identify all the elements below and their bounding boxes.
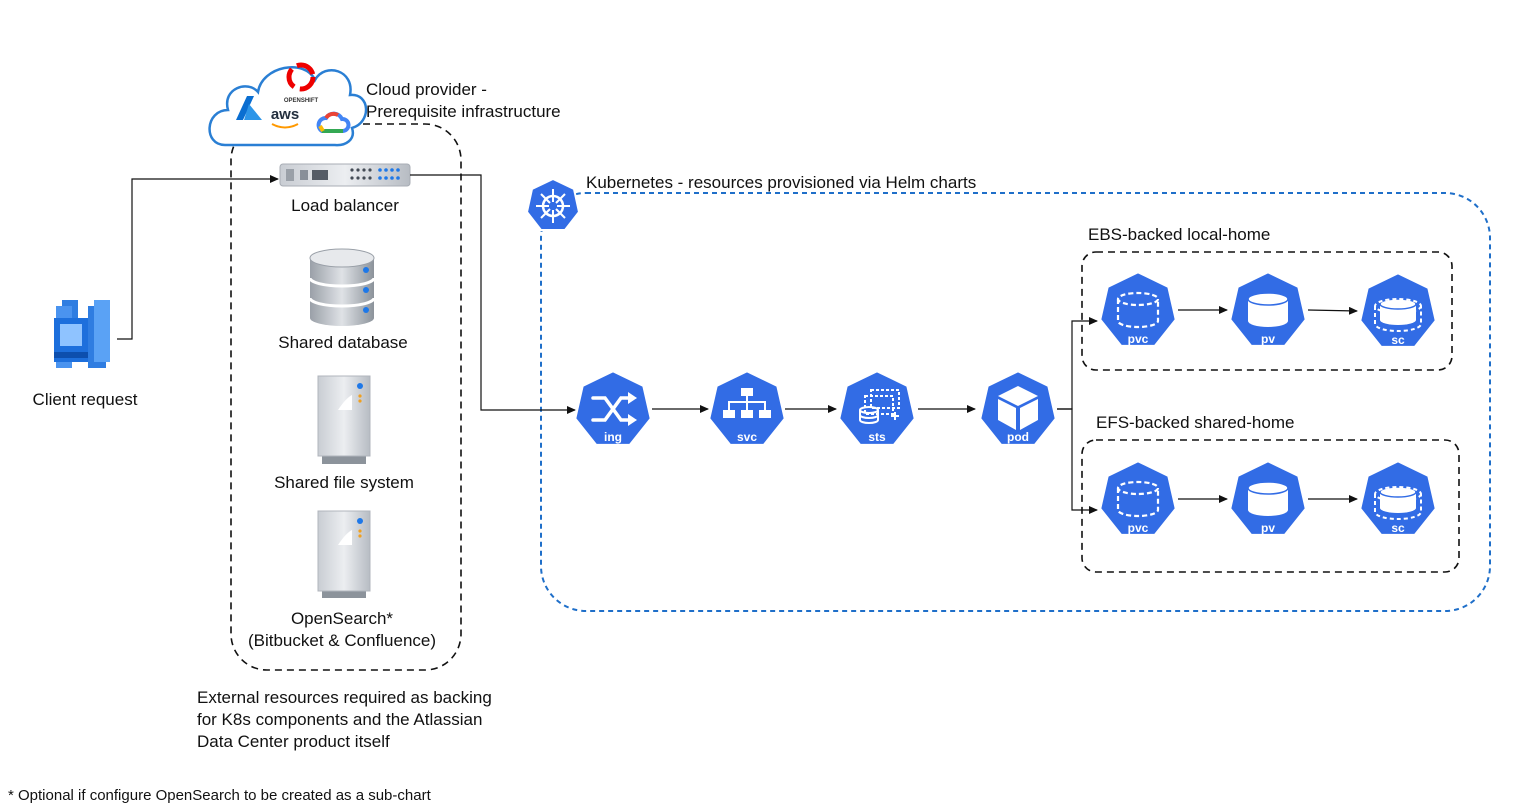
opensearch-icon [317, 510, 371, 598]
connector-pod-to-efs-pvc [1057, 408, 1098, 514]
load-balancer-label: Load balancer [291, 196, 399, 215]
storageclass-icon [1374, 486, 1422, 520]
ebs-sc-node: sc [1358, 271, 1438, 349]
svg-text:aws: aws [271, 106, 299, 123]
statefulset-icon [859, 389, 900, 424]
ebs-sc-label: sc [1391, 333, 1405, 347]
pv-icon [1247, 481, 1289, 516]
statefulset-node: sts [837, 369, 917, 447]
pod-node-label: pod [1007, 430, 1029, 444]
ebs-pv-label: pv [1261, 332, 1275, 346]
pvc-icon [1116, 291, 1160, 329]
shared-database-icon [308, 248, 376, 326]
pod-node: pod [978, 369, 1058, 447]
connector-client-to-lb [117, 175, 279, 340]
storageclass-icon [1374, 298, 1422, 332]
client-request-label: Client request [32, 390, 138, 409]
kubernetes-title: Kubernetes - resources provisioned via H… [586, 173, 977, 192]
ingress-node-label: ing [604, 430, 622, 444]
azure-logo-icon [236, 96, 262, 120]
footnote: * Optional if configure OpenSearch to be… [8, 787, 431, 804]
pv-icon [1247, 292, 1289, 327]
efs-pvc-node: pvc [1098, 459, 1178, 537]
kubernetes-cluster-boundary [540, 192, 1491, 612]
service-icon [723, 388, 771, 418]
cloud-provider-title: Cloud provider - Prerequisite infrastruc… [366, 80, 561, 121]
shared-database-label: Shared database [278, 333, 408, 352]
opensearch-label: OpenSearch* (Bitbucket & Confluence) [247, 609, 437, 650]
cloud-provider-icon: OPENSHIFT aws [208, 62, 368, 147]
connector-lb-to-ing [410, 174, 576, 414]
efs-pv-node: pv [1228, 459, 1308, 537]
ebs-group-boundary [1081, 251, 1453, 371]
external-resources-caption: External resources required as backing f… [197, 688, 492, 751]
pvc-icon [1116, 480, 1160, 518]
aws-logo-icon: aws [271, 106, 299, 129]
svg-text:OPENSHIFT: OPENSHIFT [284, 98, 319, 104]
openshift-logo-icon: OPENSHIFT [284, 62, 319, 104]
client-request-icon [54, 300, 110, 368]
connector-pod-to-ebs-pvc [1057, 317, 1098, 410]
service-node-label: svc [737, 430, 757, 444]
load-balancer-icon [279, 163, 411, 187]
ebs-group-title: EBS-backed local-home [1088, 225, 1271, 244]
shared-file-system-label: Shared file system [274, 473, 414, 492]
connector-ebs-pv-to-sc [1307, 306, 1358, 315]
efs-group-boundary [1081, 439, 1460, 573]
pod-icon [998, 386, 1038, 430]
ebs-pv-node: pv [1228, 270, 1308, 348]
efs-sc-node: sc [1358, 459, 1438, 537]
efs-sc-label: sc [1391, 521, 1405, 535]
shared-file-system-icon [317, 375, 371, 464]
efs-pv-label: pv [1261, 521, 1275, 535]
efs-group-title: EFS-backed shared-home [1096, 413, 1295, 432]
service-node: svc [707, 369, 787, 447]
ingress-icon [591, 396, 633, 422]
kubernetes-logo-icon [525, 177, 581, 231]
statefulset-node-label: sts [868, 430, 886, 444]
ebs-pvc-label: pvc [1128, 332, 1149, 346]
ebs-pvc-node: pvc [1098, 270, 1178, 348]
google-cloud-logo-icon [316, 111, 351, 133]
ingress-node: ing [573, 369, 653, 447]
efs-pvc-label: pvc [1128, 521, 1149, 535]
